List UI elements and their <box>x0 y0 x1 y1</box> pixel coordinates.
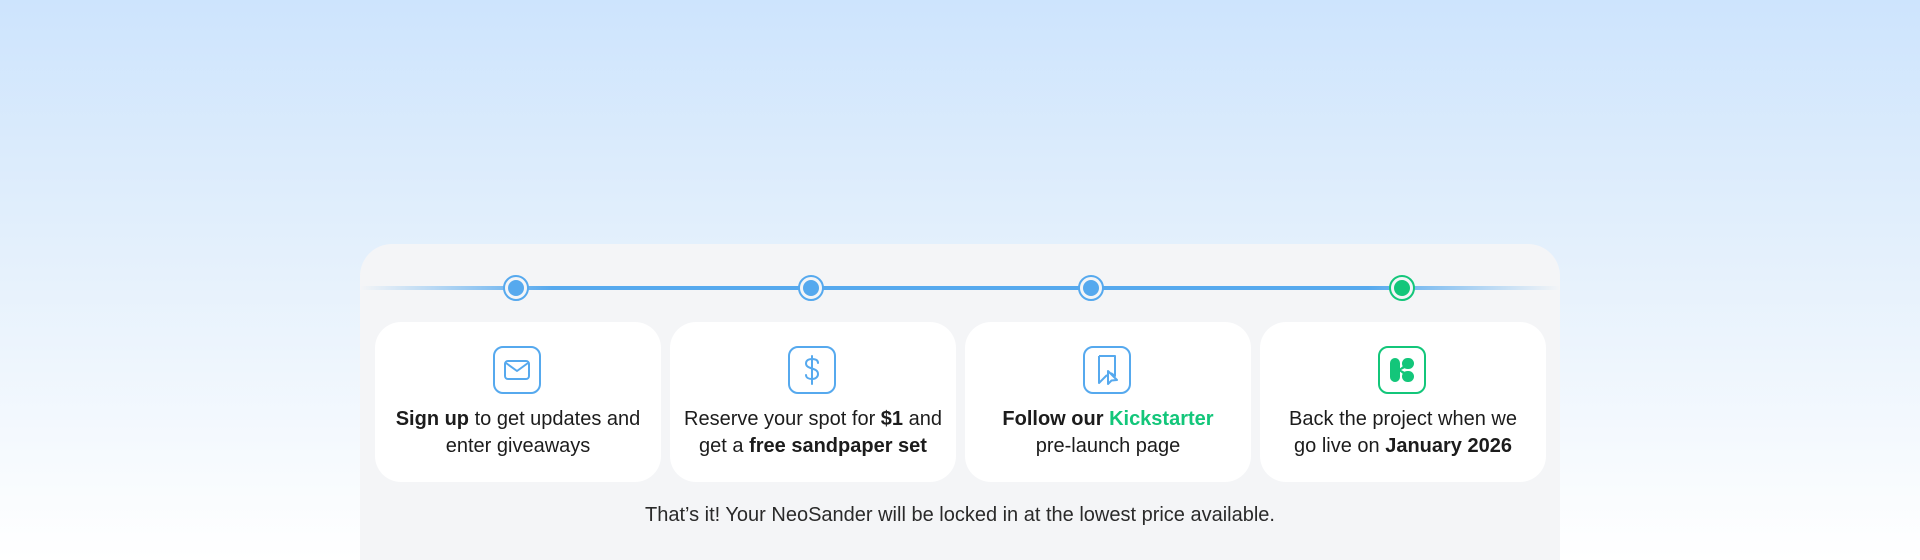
step-card-back: Back the project when we go live on Janu… <box>1260 322 1546 482</box>
step-text-reserve: Reserve your spot for $1 and get a free … <box>678 406 948 460</box>
price-highlight: $1 <box>880 408 904 430</box>
bookmark-cursor-icon <box>1083 346 1131 394</box>
step-1-line-1-text: to get updates and <box>469 408 641 430</box>
step-text-follow: Follow our Kickstarter pre-launch page <box>973 406 1243 460</box>
step-text-back: Back the project when we go live on Janu… <box>1268 406 1538 460</box>
step-text-signup: Sign up to get updates and enter giveawa… <box>383 406 653 460</box>
step-card-signup: Sign up to get updates and enter giveawa… <box>375 322 661 482</box>
timeline-dot-step-1 <box>503 275 529 301</box>
envelope-icon <box>493 346 541 394</box>
step-2-line-1-text: Reserve your spot for <box>684 408 881 430</box>
step-4-line-1-text: Back the project when we <box>1289 408 1517 430</box>
step-4-line-2-text: go live on <box>1294 435 1386 457</box>
kickstarter-link[interactable]: Kickstarter <box>1109 408 1214 430</box>
step-3-line-2-text: pre-launch page <box>1035 435 1181 457</box>
steps-panel: Sign up to get updates and enter giveawa… <box>360 244 1560 560</box>
timeline-dot-step-3 <box>1078 275 1104 301</box>
footer-message: That’s it! Your NeoSander will be locked… <box>645 504 1275 526</box>
timeline-line <box>360 286 1560 290</box>
step-2-line-2-text: get a <box>699 435 750 457</box>
timeline-dot-step-4 <box>1389 275 1415 301</box>
kickstarter-icon <box>1378 346 1426 394</box>
step-3-line-1-text: Follow our <box>1002 408 1110 430</box>
dollar-icon <box>788 346 836 394</box>
free-gift-highlight: free sandpaper set <box>749 435 927 457</box>
signup-link[interactable]: Sign up <box>395 408 470 430</box>
step-2-line-1-rest: and <box>903 408 942 430</box>
step-card-follow: Follow our Kickstarter pre-launch page <box>965 322 1251 482</box>
launch-date: January 2026 <box>1385 435 1512 457</box>
step-1-line-2-text: enter giveaways <box>445 435 591 457</box>
timeline-dot-step-2 <box>798 275 824 301</box>
step-card-reserve: Reserve your spot for $1 and get a free … <box>670 322 956 482</box>
